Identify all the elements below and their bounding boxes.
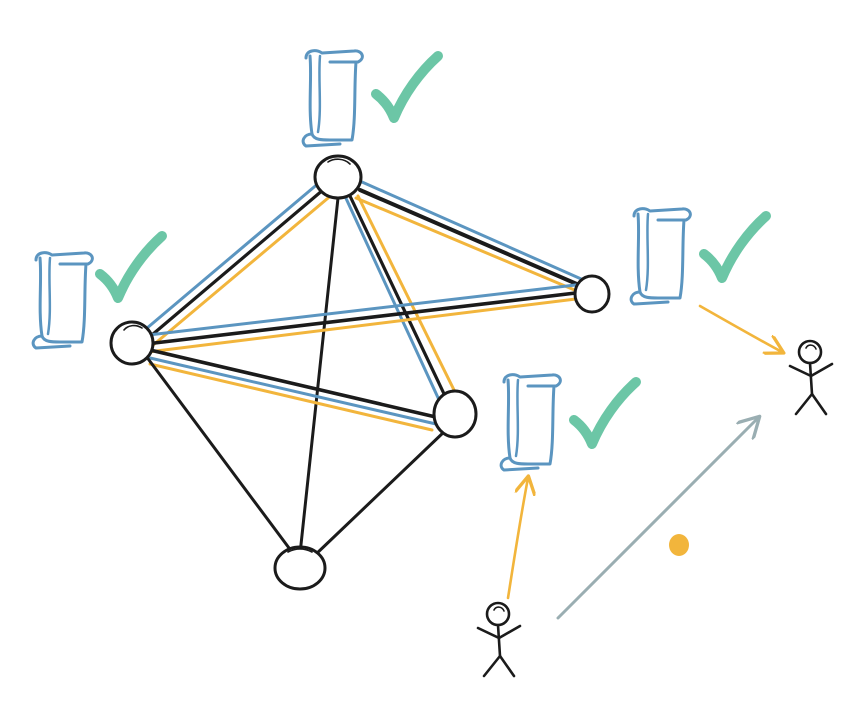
arrows <box>506 304 782 620</box>
arrow-user-to-ledger <box>506 478 528 600</box>
nodes <box>109 154 611 591</box>
scroll-icon <box>629 207 692 306</box>
scroll-icon <box>31 251 94 350</box>
node-mid <box>432 389 478 439</box>
edge-top-mid <box>342 192 458 404</box>
edge-top-bottom <box>298 196 340 556</box>
node-bottom-tick <box>287 548 313 553</box>
edge-left-right <box>138 282 586 354</box>
ledger-top <box>301 49 438 148</box>
check-icon <box>100 236 162 298</box>
node-top-tick <box>327 158 351 165</box>
stick-figure-icon <box>788 339 834 416</box>
check-icon <box>376 56 438 118</box>
edge-left-mid <box>148 348 442 432</box>
ledger-mid <box>499 373 636 472</box>
check-icon <box>704 216 766 278</box>
edge-top-left <box>138 180 342 348</box>
node-left <box>109 320 155 366</box>
node-left-tick <box>123 324 143 331</box>
scroll-icon <box>301 49 364 148</box>
stick-figure-icon <box>476 601 522 678</box>
node-bottom <box>273 545 327 591</box>
node-right <box>573 274 611 314</box>
ledger-right <box>629 207 766 306</box>
coin-dot-icon <box>669 534 689 556</box>
arrow-ledger-to-user <box>698 304 782 352</box>
edge-top-right <box>354 180 590 296</box>
edge-mid-bottom <box>312 428 448 558</box>
edge-left-bottom <box>144 354 294 554</box>
edges <box>138 180 590 558</box>
scroll-icon <box>499 373 562 472</box>
check-icon <box>574 382 636 444</box>
node-top <box>313 154 363 200</box>
arrow-user-to-user <box>556 418 758 620</box>
